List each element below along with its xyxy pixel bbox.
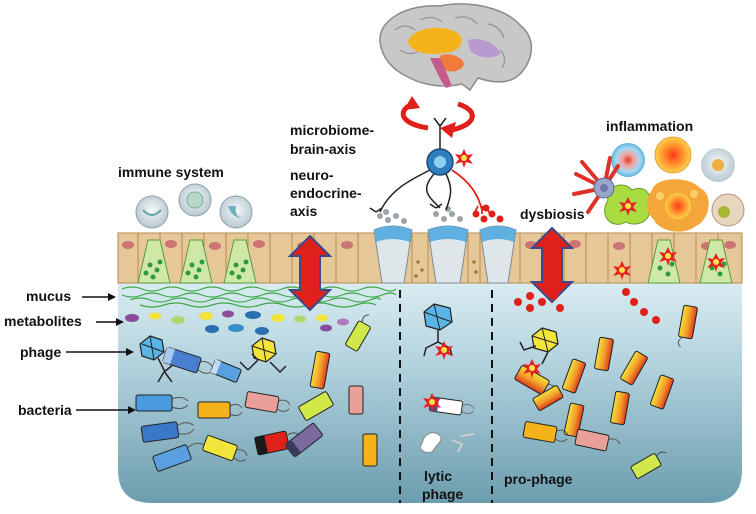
- double-arrow-icon: [529, 226, 575, 304]
- immune-cell-icon: [135, 183, 253, 229]
- double-arrow-icon: [287, 234, 333, 312]
- label-neuro-endocrine-1: neuro-: [290, 167, 334, 183]
- neuron-icon: [369, 117, 491, 215]
- label-bacteria: bacteria: [18, 402, 72, 418]
- label-phage-lytic: phage: [422, 486, 463, 502]
- label-mucus: mucus: [26, 288, 71, 304]
- goblet-cells-left: [137, 239, 257, 284]
- label-pro-phage: pro-phage: [504, 471, 573, 487]
- label-neuro-endocrine-3: axis: [290, 203, 317, 219]
- cycle-arrow-icon: [400, 96, 475, 138]
- label-dysbiosis: dysbiosis: [520, 206, 585, 222]
- enteroendocrine-cells: [373, 204, 517, 284]
- pointer-arrows: [66, 293, 136, 414]
- lytic-bacteria: [419, 341, 475, 453]
- label-metabolites: metabolites: [4, 313, 82, 329]
- goblet-cells-right: [613, 239, 733, 284]
- phage-icon: [139, 335, 175, 383]
- bacterium-icon: [135, 314, 378, 472]
- label-microbiome-brain-axis-2: brain-axis: [290, 141, 356, 157]
- phage-icon: [239, 337, 287, 374]
- label-lytic: lytic: [424, 468, 452, 484]
- brain-icon: [379, 3, 532, 92]
- label-phage: phage: [20, 344, 61, 360]
- inflammation-cells: [572, 136, 745, 232]
- label-microbiome-brain-axis-1: microbiome-: [290, 122, 374, 138]
- dysbiosis-red-dots: [514, 288, 660, 324]
- metabolites: [125, 310, 349, 335]
- pro-phage-bacteria: [514, 304, 698, 479]
- label-neuro-endocrine-2: endocrine-: [290, 185, 362, 201]
- dendritic-cell: [572, 156, 620, 214]
- label-immune-system: immune system: [118, 164, 224, 180]
- phage-icon: [519, 327, 559, 365]
- label-inflammation: inflammation: [606, 118, 693, 134]
- mucus-layer: [121, 286, 397, 308]
